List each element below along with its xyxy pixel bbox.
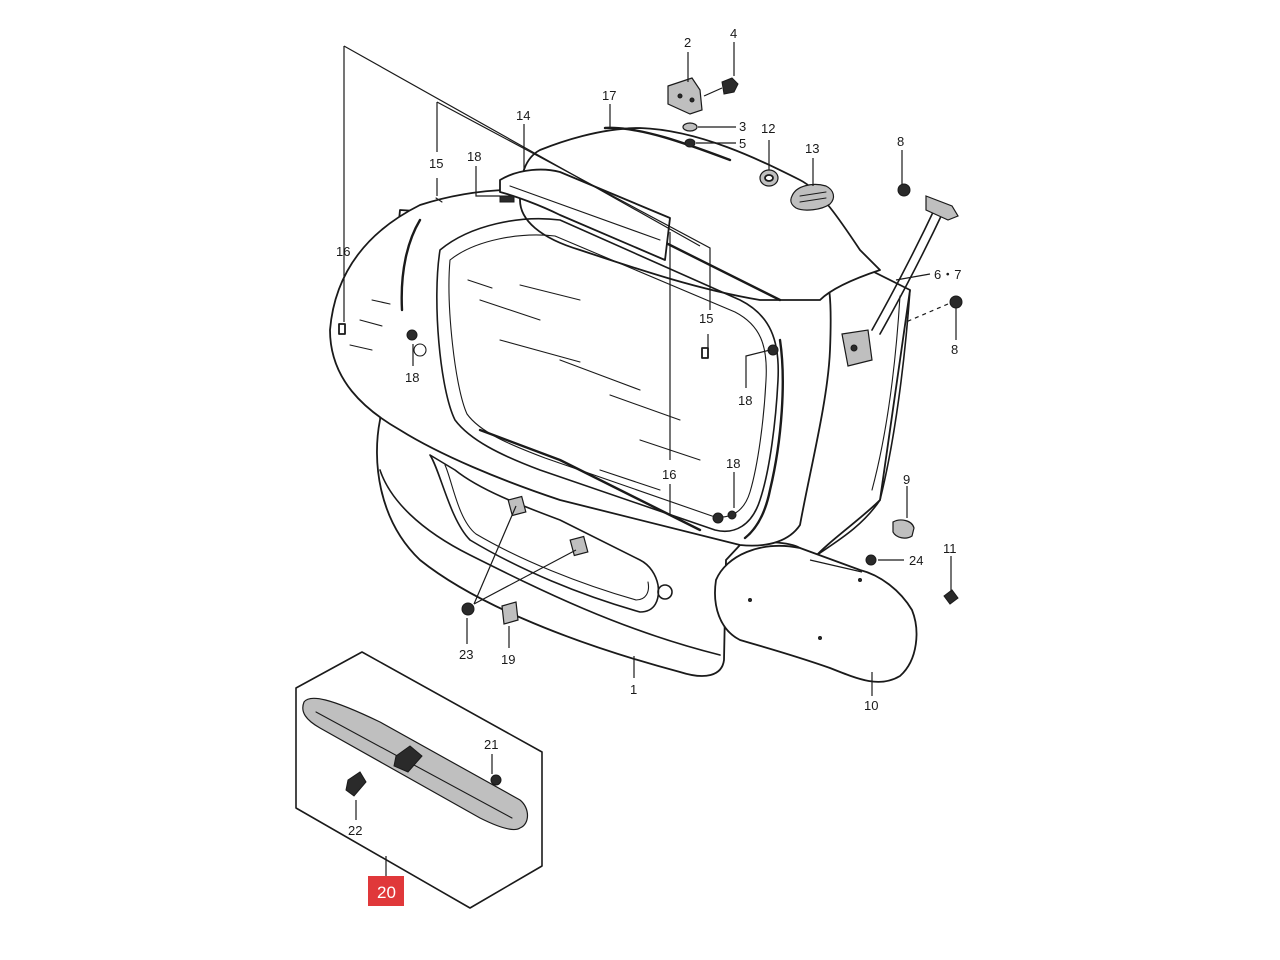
callout-18-lower: 18 — [726, 456, 740, 471]
callout-2: 2 — [684, 35, 691, 50]
callout-8-top: 8 — [897, 134, 904, 149]
callout-4: 4 — [730, 26, 737, 41]
part-20-badge[interactable]: 20 — [368, 876, 404, 906]
garnish-box — [295, 651, 543, 909]
callout-15-right: 15 — [699, 311, 713, 326]
callout-9: 9 — [903, 472, 910, 487]
callout-1: 1 — [630, 682, 637, 697]
callout-18-right: 18 — [738, 393, 752, 408]
callout-14: 14 — [516, 108, 530, 123]
back-door-panel — [329, 127, 911, 677]
callout-10: 10 — [864, 698, 878, 713]
part-20-badge-box[interactable] — [368, 876, 404, 906]
callout-3: 3 — [739, 119, 746, 134]
callout-11: 11 — [943, 541, 957, 556]
callout-15-left: 15 — [429, 156, 443, 171]
callout-6-7: 6・7 — [934, 267, 961, 282]
callout-17: 17 — [602, 88, 616, 103]
callout-23: 23 — [459, 647, 473, 662]
callout-5: 5 — [739, 136, 746, 151]
grommet-parts — [759, 169, 835, 211]
callout-16-left: 16 — [336, 244, 350, 259]
callout-12: 12 — [761, 121, 775, 136]
callout-labels: 1 2 3 4 5 6・7 8 8 9 10 11 12 13 14 15 15… — [336, 26, 961, 838]
callout-8-right: 8 — [951, 342, 958, 357]
callout-18-left: 18 — [405, 370, 419, 385]
part-20-label: 20 — [377, 883, 396, 902]
callout-21: 21 — [484, 737, 498, 752]
spoiler-part — [603, 126, 732, 162]
hinge-assembly — [667, 77, 739, 148]
callout-13: 13 — [805, 141, 819, 156]
callout-16-lower: 16 — [662, 467, 676, 482]
callout-24: 24 — [909, 553, 923, 568]
leader-lines — [343, 42, 957, 876]
callout-22: 22 — [348, 823, 362, 838]
damper-assembly — [841, 183, 963, 367]
inner-trim-panel — [714, 545, 918, 683]
callout-18-top: 18 — [467, 149, 481, 164]
callout-19: 19 — [501, 652, 515, 667]
small-parts — [338, 195, 959, 625]
